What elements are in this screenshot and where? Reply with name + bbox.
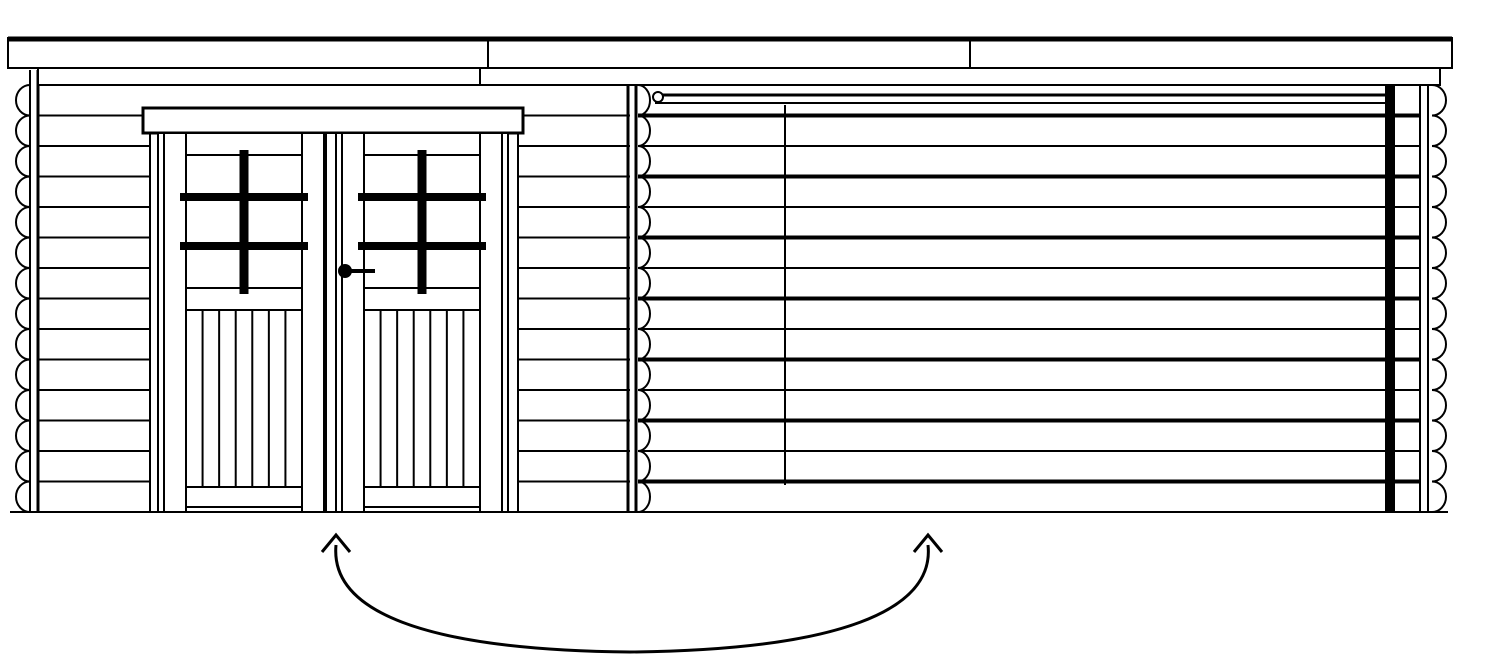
rail-end xyxy=(652,91,664,103)
log-end-left xyxy=(15,297,31,330)
swap-arrow xyxy=(320,532,944,654)
bottom-rail xyxy=(363,486,481,508)
log-end-right xyxy=(1431,236,1447,269)
log-end-middle xyxy=(637,328,651,361)
double-door xyxy=(141,106,525,513)
door-stile xyxy=(163,132,187,513)
log-end-middle xyxy=(637,206,651,239)
log-end-right xyxy=(1431,206,1447,239)
log-end-left xyxy=(15,450,31,483)
door-canopy xyxy=(141,106,525,135)
door-meeting-stile xyxy=(325,132,337,513)
log-end-left xyxy=(15,389,31,422)
log-end-middle xyxy=(637,480,651,513)
log-end-left xyxy=(15,84,31,117)
roof-fascia xyxy=(7,36,1453,86)
log-end-right xyxy=(1431,328,1447,361)
log-end-left xyxy=(15,419,31,452)
log-end-left xyxy=(15,267,31,300)
arrowhead-left xyxy=(320,532,352,553)
door-stile xyxy=(341,132,365,513)
log-end-left xyxy=(15,480,31,513)
fascia-board xyxy=(7,37,1453,69)
log-end-right xyxy=(1431,175,1447,208)
log-end-middle xyxy=(637,175,651,208)
door-handle xyxy=(338,264,352,278)
log-end-left xyxy=(15,328,31,361)
log-end-left xyxy=(15,236,31,269)
log-end-right xyxy=(1431,145,1447,178)
log-end-middle xyxy=(637,297,651,330)
log-end-left xyxy=(15,175,31,208)
door-stile xyxy=(479,132,503,513)
log-end-middle xyxy=(637,145,651,178)
log-end-right xyxy=(1431,480,1447,513)
bottom-rail xyxy=(185,486,303,508)
log-end-right xyxy=(1431,297,1447,330)
log-end-right xyxy=(1431,114,1447,147)
log-end-middle xyxy=(637,84,651,117)
log-end-middle xyxy=(637,450,651,483)
arrowhead-right xyxy=(912,532,944,553)
log-end-right xyxy=(1431,419,1447,452)
log-end-right xyxy=(1431,450,1447,483)
log-end-middle xyxy=(637,236,651,269)
log-end-middle xyxy=(637,114,651,147)
log-end-right xyxy=(1431,84,1447,117)
log-end-left xyxy=(15,114,31,147)
log-end-right xyxy=(1431,267,1447,300)
arrow-curve xyxy=(334,544,930,654)
log-end-middle xyxy=(637,267,651,300)
log-end-middle xyxy=(637,419,651,452)
log-end-right xyxy=(1431,389,1447,422)
door-stile xyxy=(301,132,325,513)
top-log xyxy=(37,67,1441,86)
log-end-middle xyxy=(637,389,651,422)
log-end-middle xyxy=(637,358,651,391)
log-end-left xyxy=(15,358,31,391)
log-end-left xyxy=(15,206,31,239)
log-end-right xyxy=(1431,358,1447,391)
log-end-left xyxy=(15,145,31,178)
